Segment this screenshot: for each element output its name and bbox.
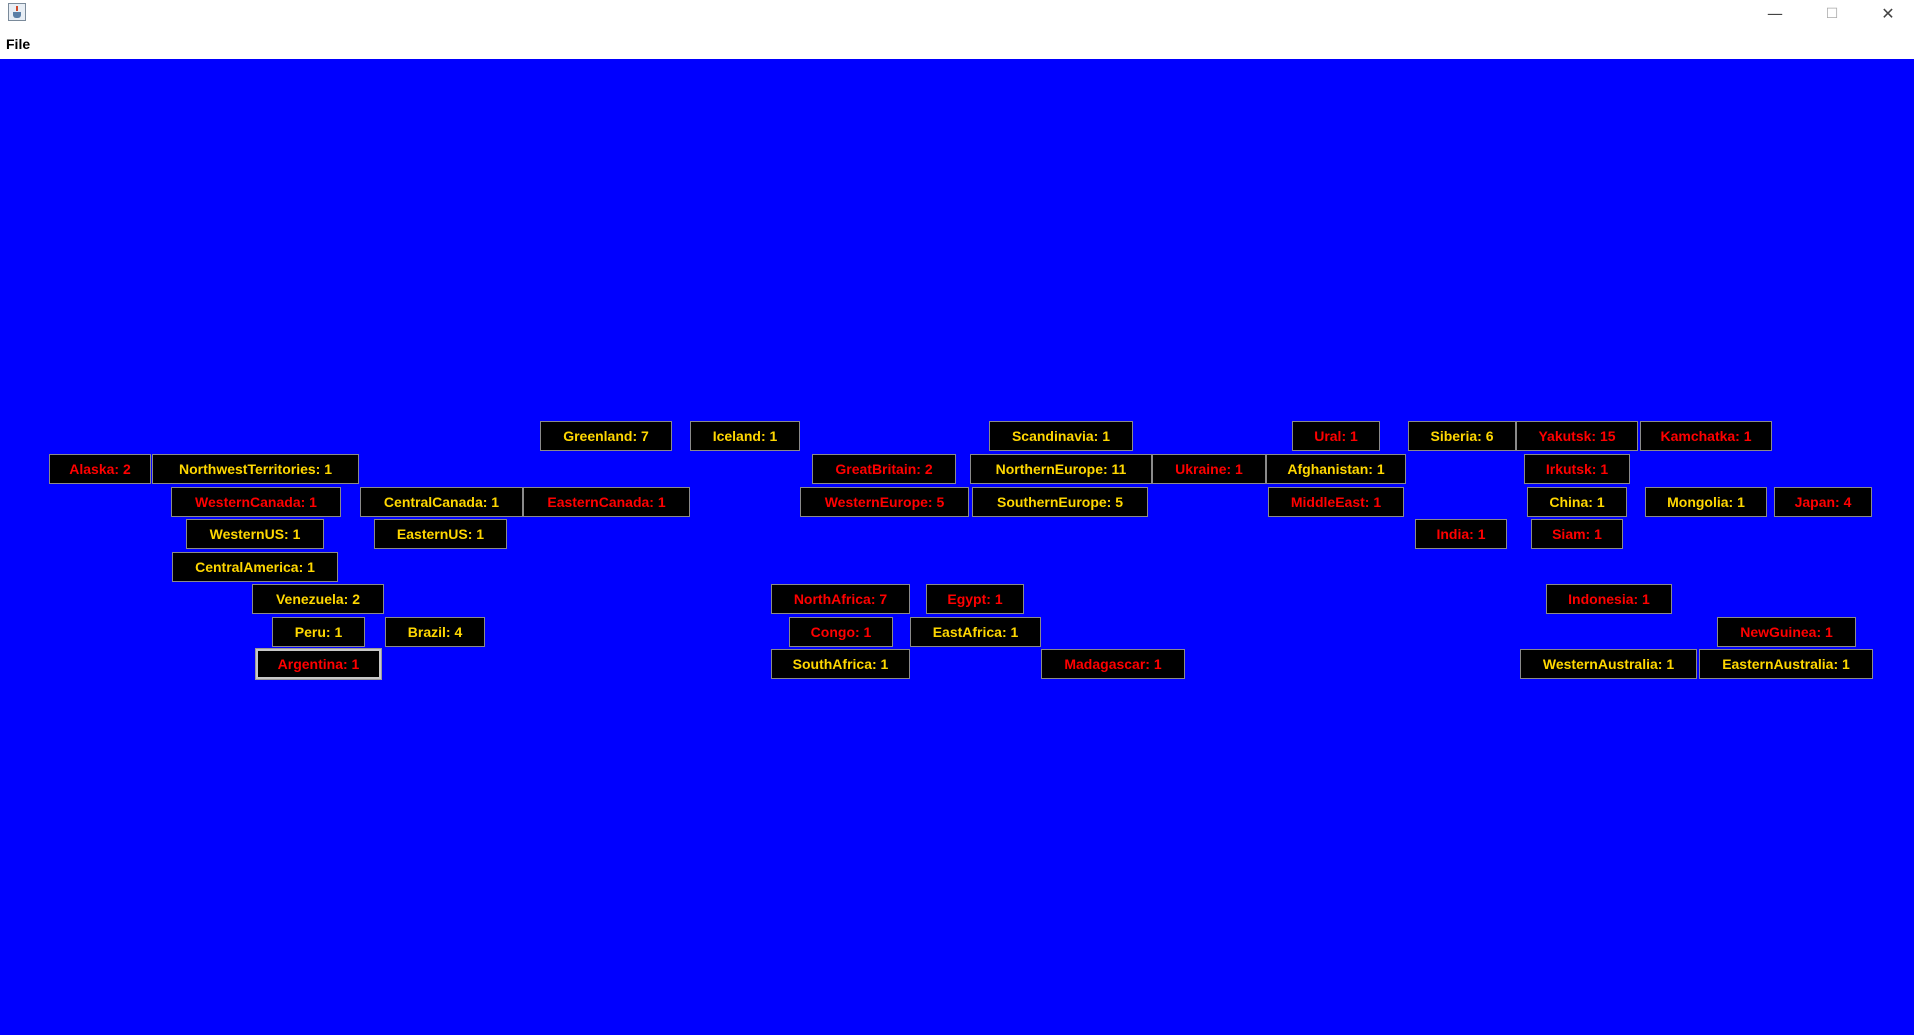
territory-japan[interactable]: Japan: 4: [1774, 487, 1872, 517]
maximize-button[interactable]: ☐: [1825, 6, 1839, 22]
menu-file[interactable]: File: [6, 36, 31, 52]
territory-peru[interactable]: Peru: 1: [272, 617, 365, 647]
territory-northerneurope[interactable]: NorthernEurope: 11: [970, 454, 1152, 484]
minimize-button[interactable]: —: [1767, 4, 1783, 23]
territory-middleeast[interactable]: MiddleEast: 1: [1268, 487, 1404, 517]
territory-easternaustralia[interactable]: EasternAustralia: 1: [1699, 649, 1873, 679]
territory-westernus[interactable]: WesternUS: 1: [186, 519, 324, 549]
territory-greenland[interactable]: Greenland: 7: [540, 421, 672, 451]
territory-iceland[interactable]: Iceland: 1: [690, 421, 800, 451]
territory-siberia[interactable]: Siberia: 6: [1408, 421, 1516, 451]
territory-kamchatka[interactable]: Kamchatka: 1: [1640, 421, 1772, 451]
territory-greatbritain[interactable]: GreatBritain: 2: [812, 454, 956, 484]
game-board: Greenland: 7 Iceland: 1 Scandinavia: 1 Ural…: [0, 59, 1914, 1035]
territory-westernaustralia[interactable]: WesternAustralia: 1: [1520, 649, 1697, 679]
territory-northafrica[interactable]: NorthAfrica: 7: [771, 584, 910, 614]
territory-centralamerica[interactable]: CentralAmerica: 1: [172, 552, 338, 582]
territory-centralcanada[interactable]: CentralCanada: 1: [360, 487, 523, 517]
territory-irkutsk[interactable]: Irkutsk: 1: [1524, 454, 1630, 484]
territory-china[interactable]: China: 1: [1527, 487, 1627, 517]
territory-alaska[interactable]: Alaska: 2: [49, 454, 151, 484]
title-bar: — ☐ ✕: [0, 0, 1914, 30]
territory-argentina[interactable]: Argentina: 1: [255, 648, 382, 680]
territory-yakutsk[interactable]: Yakutsk: 15: [1516, 421, 1638, 451]
territory-ural[interactable]: Ural: 1: [1292, 421, 1380, 451]
territory-westerncanada[interactable]: WesternCanada: 1: [171, 487, 341, 517]
territory-brazil[interactable]: Brazil: 4: [385, 617, 485, 647]
territory-mongolia[interactable]: Mongolia: 1: [1645, 487, 1767, 517]
territory-egypt[interactable]: Egypt: 1: [926, 584, 1024, 614]
territory-afghanistan[interactable]: Afghanistan: 1: [1266, 454, 1406, 484]
territory-westerneurope[interactable]: WesternEurope: 5: [800, 487, 969, 517]
territory-newguinea[interactable]: NewGuinea: 1: [1717, 617, 1856, 647]
territory-easternus[interactable]: EasternUS: 1: [374, 519, 507, 549]
territory-easterncanada[interactable]: EasternCanada: 1: [523, 487, 690, 517]
territory-southafrica[interactable]: SouthAfrica: 1: [771, 649, 910, 679]
java-cup-icon: [8, 3, 26, 21]
territory-scandinavia[interactable]: Scandinavia: 1: [989, 421, 1133, 451]
territory-madagascar[interactable]: Madagascar: 1: [1041, 649, 1185, 679]
territory-eastafrica[interactable]: EastAfrica: 1: [910, 617, 1041, 647]
close-button[interactable]: ✕: [1881, 4, 1895, 23]
territory-indonesia[interactable]: Indonesia: 1: [1546, 584, 1672, 614]
territory-southerneurope[interactable]: SouthernEurope: 5: [972, 487, 1148, 517]
menu-bar: File: [0, 30, 1914, 59]
territory-india[interactable]: India: 1: [1415, 519, 1507, 549]
territory-siam[interactable]: Siam: 1: [1531, 519, 1623, 549]
territory-congo[interactable]: Congo: 1: [789, 617, 893, 647]
territory-venezuela[interactable]: Venezuela: 2: [252, 584, 384, 614]
territory-northwestterritories[interactable]: NorthwestTerritories: 1: [152, 454, 359, 484]
territory-ukraine[interactable]: Ukraine: 1: [1152, 454, 1266, 484]
